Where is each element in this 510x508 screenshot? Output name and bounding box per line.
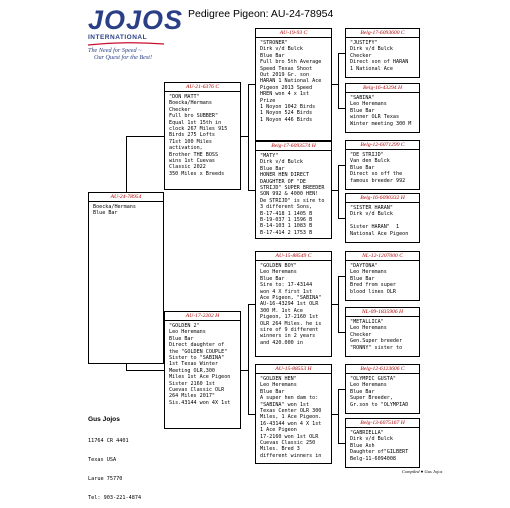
grandparent-box: AU-19-93 C "STRONER" Dirk v/d Bulck Blue… [255, 28, 332, 141]
grandparent-box: Belg-17-6093574 H "MATY" Dirk v/d Bulck … [255, 141, 332, 239]
great-grandparent-ring: NL-09-1835906 H [346, 308, 419, 317]
great-grandparent-box: NL-09-1835906 H "METALLICA" Leo Heremans… [345, 307, 420, 357]
great-grandparent-text: "OLYMPIC GUSTA" Leo Heremans Blue Bar Su… [350, 376, 409, 408]
dam-box: AU-17-2202 H "GOLDEN 2" Leo Heremans Blu… [164, 311, 241, 429]
owner-address-3: Larue 75770 [88, 476, 123, 483]
grandparent-ring: AU-19-93 C [256, 29, 331, 38]
brand-logo: JOJOS INTERNATIONAL The Need for Speed ~… [88, 5, 184, 61]
subject-text: Boecka/Hermans Blue Bar [93, 204, 136, 217]
connector-line [338, 389, 345, 390]
connector-line [248, 414, 255, 415]
brand-swoosh-icon [88, 42, 164, 46]
sire-box: AU-21-6376 C "DON MATT" Boecka/Hermans C… [164, 82, 241, 190]
great-grandparent-box: Belg-17-6093600 C "JUSTIFY" Dirk v/d Bul… [345, 28, 420, 78]
connector-line [248, 190, 255, 191]
grandparent-text: "STRONER" Dirk v/d Bulck Blue Bar Full b… [260, 40, 322, 123]
great-grandparent-box: NL-12-1207000 C "DAYTONA" Leo Heremans B… [345, 251, 420, 301]
grandparent-ring: Belg-17-6093574 H [256, 142, 331, 151]
connector-line [332, 190, 338, 191]
great-grandparent-text: "GABRIELLA" Dirk v/d Bulck Blue Ash Daug… [350, 430, 409, 462]
brand-tagline-1: The Need for Speed ~ [88, 47, 142, 54]
great-grandparent-text: "DAYTONA" Leo Heremans Blue Bar Bred fro… [350, 263, 397, 295]
owner-address-1: 11764 CR 4401 [88, 437, 129, 444]
connector-line [338, 443, 345, 444]
great-grandparent-text: "DE STRIJD" Van den Bulck Blue Bar Direc… [350, 152, 406, 184]
connector-line [338, 276, 339, 332]
brand-subtitle: INTERNATIONAL [88, 34, 148, 41]
connector-line [126, 370, 164, 371]
connector-line [241, 136, 248, 137]
connector-line [338, 389, 339, 443]
connector-line [338, 276, 345, 277]
great-grandparent-box: Belg-13-6075167 H "GABRIELLA" Dirk v/d B… [345, 418, 420, 468]
brand-tagline-2: Our Quest for the Best! [94, 54, 153, 61]
grandparent-text: "GOLDEN HEN" Leo Heremans Blue Bar A sup… [260, 376, 322, 459]
great-grandparent-text: "SISTER HARAN" Dirk v/d Bulck Sister HAR… [350, 205, 409, 237]
great-grandparent-text: "SABINA" Leo Heremans Blue Bar winner OL… [350, 95, 412, 127]
grandparent-text: "MATY" Dirk v/d Bulck Blue Bar HONER HEN… [260, 153, 325, 236]
grandparent-ring: AU-15-88549 C [256, 252, 331, 261]
compiled-by: Compiled ● Gus Jojos [402, 469, 443, 474]
connector-line [338, 332, 345, 333]
connector-line [332, 84, 338, 85]
connector-line [338, 53, 345, 54]
subject-ring: AU-24-78954 [89, 193, 163, 202]
great-grandparent-ring: Belg-16-43294 H [346, 84, 419, 93]
owner-phone: Tel: 903-221-4874 [88, 495, 142, 502]
great-grandparent-text: "JUSTIFY" Dirk v/d Bulck Checker Direct … [350, 40, 409, 72]
great-grandparent-ring: Belg-16-6090332 H [346, 194, 419, 203]
great-grandparent-text: "METALLICA" Leo Heremans Checker Gen.Sup… [350, 319, 403, 351]
sire-ring: AU-21-6376 C [165, 83, 240, 92]
connector-line [241, 370, 248, 371]
connector-line [248, 84, 249, 190]
great-grandparent-ring: NL-12-1207000 C [346, 252, 419, 261]
connector-line [248, 84, 255, 85]
grandparent-ring: AU-15-88553 H [256, 365, 331, 374]
grandparent-box: AU-15-88549 C "GOLDEN BOY" Leo Heremans … [255, 251, 332, 357]
great-grandparent-ring: Belg-17-6093600 C [346, 29, 419, 38]
connector-line [338, 165, 339, 218]
great-grandparent-box: Belg-12-6071299 C "DE STRIJD" Van den Bu… [345, 140, 420, 190]
great-grandparent-ring: Belg-12-6071299 C [346, 141, 419, 150]
connector-line [126, 136, 164, 137]
brand-name: JOJOS [88, 5, 184, 35]
owner-address-2: Texas USA [88, 456, 117, 463]
page-title: Pedigree Pigeon: AU-24-78954 [188, 8, 334, 20]
subject-box: AU-24-78954 Boecka/Hermans Blue Bar [88, 192, 164, 364]
dam-ring: AU-17-2202 H [165, 312, 240, 321]
owner-name: Gus Jojos [88, 415, 120, 423]
connector-line [338, 108, 345, 109]
connector-line [126, 364, 127, 370]
great-grandparent-ring: Belg-12-6123606 C [346, 365, 419, 374]
connector-line [332, 414, 338, 415]
owner-info: Gus Jojos 11764 CR 4401 Texas USA Larue … [88, 402, 141, 508]
great-grandparent-box: Belg-12-6123606 C "OLYMPIC GUSTA" Leo He… [345, 364, 420, 414]
connector-line [332, 304, 338, 305]
great-grandparent-ring: Belg-13-6075167 H [346, 419, 419, 428]
grandparent-box: AU-15-88553 H "GOLDEN HEN" Leo Heremans … [255, 364, 332, 464]
dam-text: "GOLDEN 2" Leo Heremans Blue Bar Direct … [169, 323, 231, 406]
connector-line [248, 304, 249, 414]
grandparent-text: "GOLDEN BOY" Leo Heremans Blue Bar Sire … [260, 263, 322, 346]
great-grandparent-box: Belg-16-43294 H "SABINA" Leo Heremans Bl… [345, 83, 420, 133]
sire-text: "DON MATT" Boecka/Hermans Checker Full b… [169, 94, 228, 177]
connector-line [248, 304, 255, 305]
connector-line [338, 53, 339, 108]
connector-line [126, 136, 127, 192]
connector-line [338, 218, 345, 219]
connector-line [338, 165, 345, 166]
great-grandparent-box: Belg-16-6090332 H "SISTER HARAN" Dirk v/… [345, 193, 420, 243]
